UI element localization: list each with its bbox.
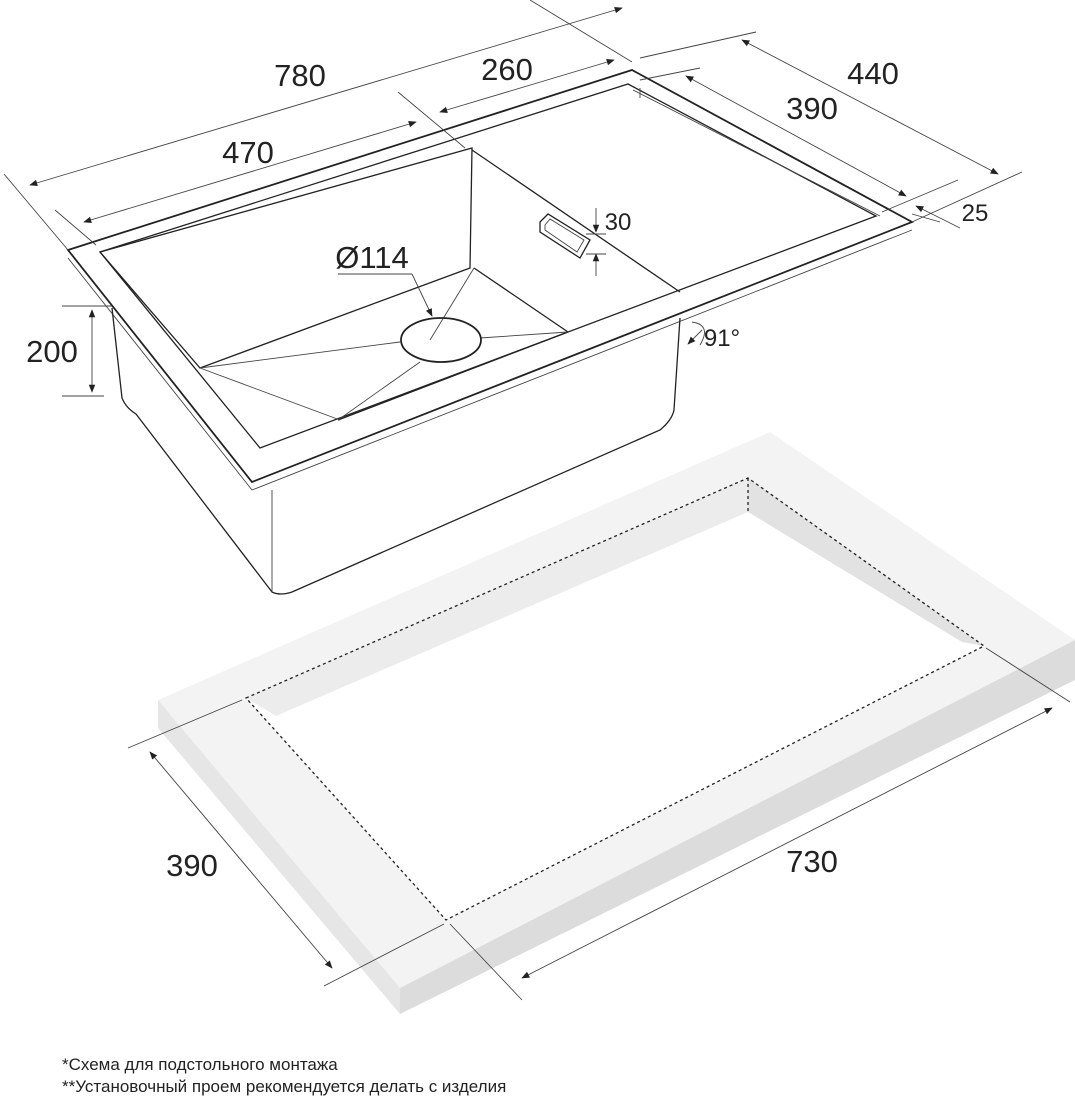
dim-wall-angle: 91° [704,325,740,352]
drain-hole [400,317,482,363]
dim-bowl-depth: 200 [26,334,78,369]
dim-overflow-height: 30 [605,209,632,236]
sink-rim-outer [66,69,915,484]
footnotes: *Схема для подстольного монтажа **Устано… [62,1055,506,1096]
footnote-2: **Установочный проем рекомендуется делат… [62,1077,506,1096]
dim-cutout-width: 390 [166,848,218,883]
overflow-slot [539,213,591,259]
dim-cutout-length: 730 [786,844,838,879]
countertop-dimensions: 390 730 [127,647,1071,1001]
dim-bowl-width: 390 [786,91,838,126]
dim-rim-width: 25 [962,200,989,227]
dim-overall-width: 440 [847,56,899,91]
sink-dimensions: 780 470 260 440 390 25 30 Ø114 [3,0,1023,397]
dim-drainboard-length: 260 [481,52,533,87]
countertop-drawing [158,432,1075,1014]
dim-drain-diameter: Ø114 [335,240,409,275]
cutout-opening [246,478,984,920]
dim-overall-length: 780 [274,58,326,93]
dim-bowl-length: 470 [222,135,274,170]
sink-body [111,307,681,595]
footnote-1: *Схема для подстольного монтажа [62,1055,338,1074]
